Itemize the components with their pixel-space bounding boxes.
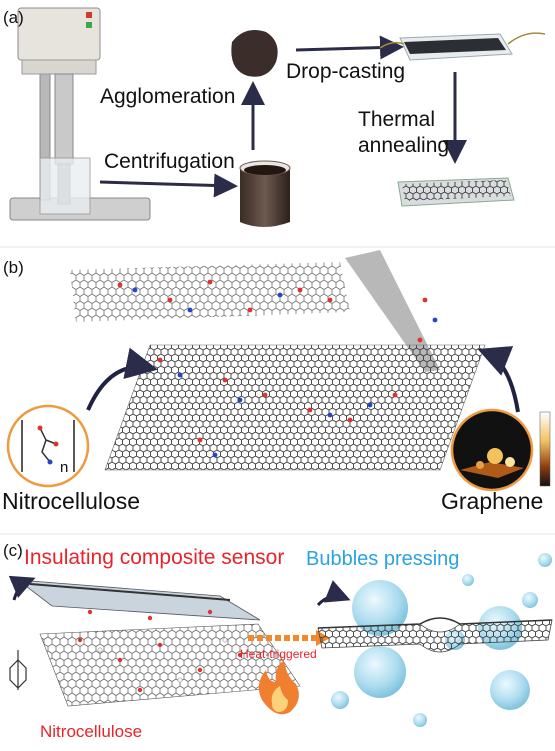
bubbles-pressing-label: Bubbles pressing xyxy=(306,548,460,570)
sensor-strip xyxy=(379,32,546,61)
top-nanosheet xyxy=(70,262,350,322)
panel-c-artwork xyxy=(8,553,553,727)
nitrocellulose-label: Nitrocellulose xyxy=(2,488,141,514)
drop-casting-label: Drop-casting xyxy=(286,60,406,83)
nitro-atoms-blue xyxy=(132,287,438,458)
afm-color-bar xyxy=(539,411,551,487)
agglomeration-label: Agglomeration xyxy=(100,85,236,108)
agglomerate xyxy=(231,29,278,77)
panel-c-label: (c) xyxy=(3,541,23,560)
panel-b-label: (b) xyxy=(3,258,24,277)
pressed-graphene xyxy=(317,619,553,653)
top-composite-film xyxy=(16,579,261,621)
centrifuge-cup xyxy=(240,168,290,227)
centrifugation-label: Centrifugation xyxy=(104,150,235,173)
beaker xyxy=(39,157,91,215)
mixer-shaft xyxy=(54,73,74,165)
bubble-large-1 xyxy=(352,580,408,636)
graphene-sheet xyxy=(104,344,486,471)
bubble-large-2 xyxy=(354,646,406,698)
nitro-atoms-red xyxy=(117,279,428,443)
annealing-label: annealing xyxy=(358,134,450,157)
nitrocellulose-inset xyxy=(6,404,90,488)
mixer-green-button xyxy=(86,22,92,28)
annealed-sensor xyxy=(397,177,515,207)
panel-c-nitrocellulose-label: Nitrocellulose xyxy=(40,722,143,741)
thermal-label: Thermal xyxy=(358,108,436,131)
panel-a-label: (a) xyxy=(3,8,24,27)
lower-composite-sheet xyxy=(39,623,301,707)
panel-b-artwork xyxy=(6,250,551,492)
inset-subscript: n xyxy=(60,459,69,476)
mixer-red-button xyxy=(86,12,92,18)
graphene-label: Graphene xyxy=(441,488,544,514)
heat-triggered-label: Heat-triggered xyxy=(240,647,317,661)
insulating-composite-sensor-label: Insulating composite sensor xyxy=(24,546,285,569)
fold-sheet xyxy=(345,250,440,372)
nitrocellulose-molecule xyxy=(9,650,27,690)
panel-a-artwork xyxy=(9,7,546,227)
